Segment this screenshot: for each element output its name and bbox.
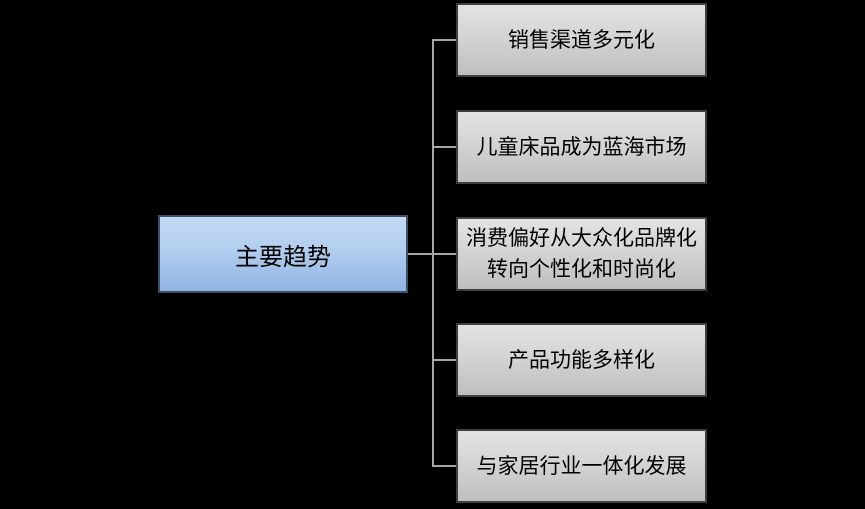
- branch-node-sales-channels: 销售渠道多元化: [456, 3, 707, 77]
- connector-branch-4: [433, 359, 456, 361]
- root-node-label: 主要趋势: [235, 243, 331, 271]
- branch-node-label: 销售渠道多元化: [508, 28, 655, 52]
- connector-branch-3: [433, 253, 456, 255]
- branch-node-consumer-preference: 消费偏好从大众化品牌化 转向个性化和时尚化: [456, 217, 707, 291]
- branch-node-label: 与家居行业一体化发展: [476, 454, 687, 478]
- root-node: 主要趋势: [158, 215, 408, 293]
- branch-node-home-industry: 与家居行业一体化发展: [456, 429, 707, 503]
- branch-node-label: 消费偏好从大众化品牌化 转向个性化和时尚化: [466, 227, 697, 281]
- branch-node-children-bedding: 儿童床品成为蓝海市场: [456, 110, 707, 184]
- connector-root-line: [408, 253, 433, 255]
- connector-branch-5: [433, 465, 456, 467]
- connector-branch-2: [433, 146, 456, 148]
- branch-node-label: 儿童床品成为蓝海市场: [476, 135, 687, 159]
- connector-branch-1: [433, 39, 456, 41]
- branch-node-label: 产品功能多样化: [508, 348, 655, 372]
- branch-node-product-functions: 产品功能多样化: [456, 323, 707, 397]
